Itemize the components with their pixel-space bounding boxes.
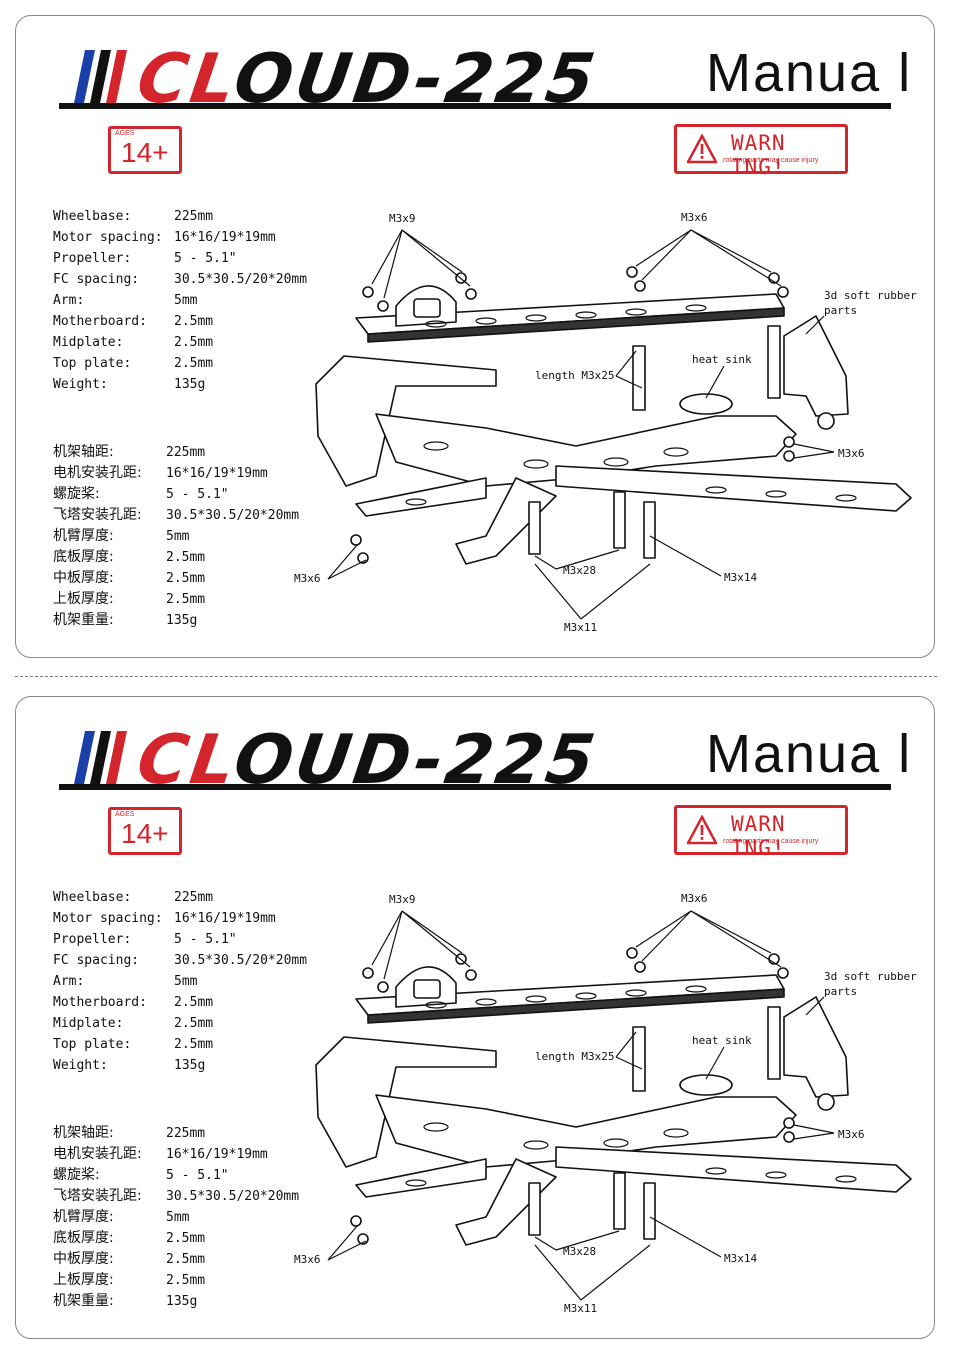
specs-cn: 机架轴距:225mm 电机安装孔距:16*16/19*19mm 螺旋桨:5 - … bbox=[53, 444, 300, 628]
callout-m3x6-right: M3x6 bbox=[838, 447, 865, 460]
callout-m3x14: M3x14 bbox=[724, 1252, 758, 1265]
callout-heat-sink: heat sink bbox=[692, 353, 752, 366]
specs-cn: 机架轴距:225mm 电机安装孔距:16*16/19*19mm 螺旋桨:5 - … bbox=[53, 1125, 300, 1309]
callout-m3x11: M3x11 bbox=[564, 1302, 598, 1315]
callout-m3x6-left: M3x6 bbox=[294, 1253, 321, 1266]
cut-line bbox=[15, 676, 937, 677]
callout-m3x6-right: M3x6 bbox=[838, 1128, 865, 1141]
callout-m3x28: M3x28 bbox=[563, 1245, 597, 1258]
specs-en: Wheelbase:225mm Motor spacing:16*16/19*1… bbox=[53, 209, 308, 392]
callout-m3x14: M3x14 bbox=[724, 571, 758, 584]
callout-m3x11: M3x11 bbox=[564, 621, 598, 634]
warning-badge: WARN ING! rotating parts may cause injur… bbox=[674, 805, 848, 860]
warning-badge: WARN ING! rotating parts may cause injur… bbox=[674, 124, 848, 179]
callout-m3x9: M3x9 bbox=[389, 212, 416, 225]
manual-label: Manua l bbox=[706, 724, 913, 784]
header-rule bbox=[59, 103, 891, 109]
age-badge: AGES 14+ bbox=[108, 807, 182, 855]
frame-exploded-diagram bbox=[315, 910, 912, 1301]
brand-stripes-icon bbox=[73, 50, 127, 108]
callout-length: length M3x25 bbox=[535, 369, 615, 382]
callout-m3x28: M3x28 bbox=[563, 564, 597, 577]
callout-m3x9: M3x9 bbox=[389, 893, 416, 906]
header-rule bbox=[59, 784, 891, 790]
callout-m3x6-top: M3x6 bbox=[681, 211, 708, 224]
callout-heat-sink: heat sink bbox=[692, 1034, 752, 1047]
manual-card-2: CLOUD-225 Manua l AGES 14+ WARN ING! rot… bbox=[15, 696, 935, 1339]
frame-exploded-diagram bbox=[315, 229, 912, 620]
callout-length: length M3x25 bbox=[535, 1050, 615, 1063]
specs-en: Wheelbase:225mm Motor spacing:16*16/19*1… bbox=[53, 890, 308, 1073]
warning-triangle-icon bbox=[687, 815, 717, 845]
brand-stripes-icon bbox=[73, 731, 127, 789]
callout-m3x6-left: M3x6 bbox=[294, 572, 321, 585]
manual-card-1: CLOUD-225 Manua l AGES 14+ WARN ING! rot… bbox=[15, 15, 935, 658]
warning-triangle-icon bbox=[687, 134, 717, 164]
age-badge: AGES 14+ bbox=[108, 126, 182, 174]
callout-m3x6-top: M3x6 bbox=[681, 892, 708, 905]
manual-label: Manua l bbox=[706, 43, 913, 103]
